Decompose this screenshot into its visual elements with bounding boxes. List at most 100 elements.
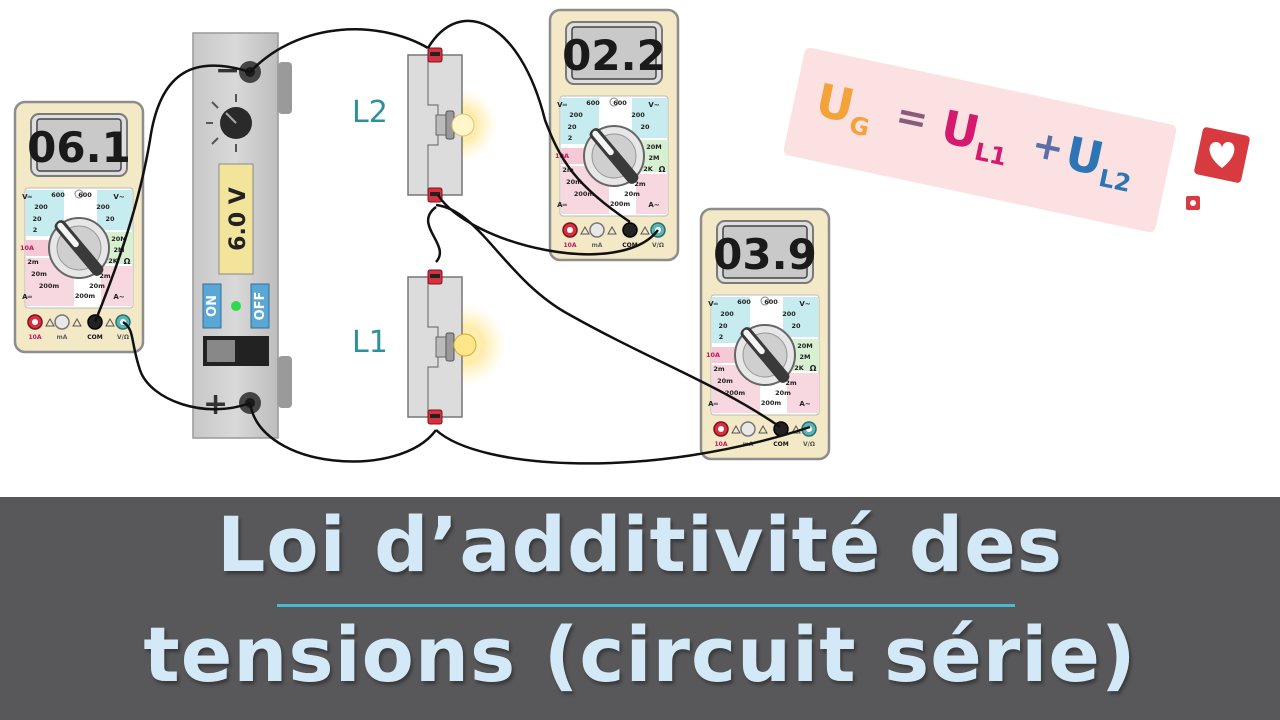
dial-label-jcom: COM	[87, 334, 103, 341]
dial-label-r20a: 20	[32, 215, 42, 223]
dial-label-v-dc: V═	[708, 300, 718, 308]
dial-label-r20m: 20m	[717, 377, 733, 385]
dial-label-a-ac: A~	[648, 201, 659, 209]
on-label: ON	[205, 295, 220, 317]
dial-label-jcom: COM	[773, 441, 789, 448]
title-banner: Loi d’additivité des tensions (circuit s…	[0, 497, 1280, 720]
power-switch[interactable]	[203, 336, 269, 366]
dial-label-o2m: 2M	[800, 353, 811, 361]
dial-label-v-ac: V~	[648, 101, 659, 109]
dial-label-jv: V/Ω	[117, 334, 129, 341]
dial-label-j10a: 10A	[715, 441, 728, 448]
dial-label-v-ac: V~	[113, 193, 124, 201]
dial-label-r600a: 600	[586, 99, 600, 107]
dial-label-a20m: 20m	[624, 190, 640, 198]
circuit-diagram: − 6.0 V ON OFF +	[13, 8, 1250, 465]
dial-label-jv: V/Ω	[803, 441, 815, 448]
lamp-l2-label: L2	[352, 95, 388, 130]
dial-label-r600b: 600	[78, 191, 92, 199]
dial-label-o2m: 2M	[114, 246, 125, 254]
dial-label-r10a: 10A	[706, 351, 720, 359]
dial-label-a20m: 20m	[775, 389, 791, 397]
dial-label-r2a: 2	[719, 333, 724, 341]
dial-label-r2m: 2m	[713, 365, 725, 373]
off-button[interactable]: OFF	[250, 283, 270, 329]
off-label: OFF	[253, 292, 268, 321]
dial-label-a2m: 2m	[785, 379, 797, 387]
dial-label-o20m: 20M	[646, 143, 662, 151]
dial-label-r200b: 200	[782, 310, 796, 318]
formula-ul1: UL1	[935, 99, 1015, 171]
dial-label-a2m: 2m	[99, 272, 111, 280]
dial-label-a-ac: A~	[799, 400, 810, 408]
voltage-formula: UG = UL1 + UL2	[783, 47, 1177, 233]
circuit-wires	[93, 19, 811, 465]
lamp-l1	[407, 269, 507, 425]
dial-label-r200m: 200m	[39, 282, 60, 290]
title-divider	[277, 604, 1015, 607]
multimeter-generator-reading: 06.1	[27, 123, 131, 172]
multimeter-generator: 06.1 V═V~6002002026002002010A2m20m200m20…	[13, 100, 145, 354]
dial-label-a2m: 2m	[634, 180, 646, 188]
dial-label-r20a: 20	[567, 123, 577, 131]
dial-label-a-dc: A═	[708, 400, 718, 408]
on-button[interactable]: ON	[202, 283, 222, 329]
dial-label-a-dc: A═	[557, 201, 567, 209]
dial-label-r20m: 20m	[566, 178, 582, 186]
dial-label-jv: V/Ω	[652, 242, 664, 249]
positive-terminal-label: +	[203, 387, 228, 422]
dial-label-r600a: 600	[51, 191, 65, 199]
negative-terminal-label: −	[215, 53, 240, 88]
dial-label-r10a: 10A	[20, 244, 34, 252]
dial-label-o20m: 20M	[111, 235, 127, 243]
multimeter-lamp-l1-reading: 03.9	[713, 230, 817, 279]
multimeter-lamp-l2-reading: 02.2	[562, 31, 666, 80]
title-line-2: tensions (circuit série)	[143, 610, 1137, 699]
dial-label-a20m: 20m	[89, 282, 105, 290]
dial-label-jma: mA	[57, 334, 68, 341]
title-line-1: Loi d’additivité des	[216, 500, 1064, 589]
dial-label-r200b: 200	[631, 111, 645, 119]
dial-label-a-dc: A═	[22, 293, 32, 301]
dial-label-o2k: 2K	[794, 364, 805, 372]
dial-label-r20b: 20	[640, 123, 650, 131]
multimeter-lamp-l1: 03.9 V═V~6002002026002002010A2m20m200m20…	[699, 207, 831, 461]
dial-label-r20m: 20m	[31, 270, 47, 278]
dial-label-o2k: 2K	[643, 165, 654, 173]
voltage-knob[interactable]	[206, 94, 252, 152]
dial-label-r200a: 200	[720, 310, 734, 318]
dial-label-r200m: 200m	[574, 190, 595, 198]
dial-label-r2a: 2	[568, 134, 573, 142]
dial-label-ohm: Ω	[810, 364, 817, 373]
power-indicator-led	[231, 301, 241, 311]
dial-label-r2a: 2	[33, 226, 38, 234]
dial-label-ohm: Ω	[124, 257, 131, 266]
dial-label-j10a: 10A	[564, 242, 577, 249]
heart-icon	[1194, 127, 1250, 183]
multimeter-lamp-l2: 02.2 V═V~6002002026002002010A2m20m200m20…	[548, 8, 680, 262]
dial-label-jcom: COM	[622, 242, 638, 249]
formula-ug: UG	[810, 73, 878, 143]
dial-label-jma: mA	[592, 242, 603, 249]
dial-label-v-dc: V═	[22, 193, 32, 201]
dial-label-o2k: 2K	[108, 257, 119, 265]
dial-label-a200m: 200m	[761, 399, 782, 407]
generator-voltage: 6.0 V	[226, 187, 251, 251]
dial-label-o2m: 2M	[649, 154, 660, 162]
dial-label-o20m: 20M	[797, 342, 813, 350]
dial-label-r600a: 600	[737, 298, 751, 306]
dial-label-v-dc: V═	[557, 101, 567, 109]
dial-label-r2m: 2m	[27, 258, 39, 266]
dial-label-r20b: 20	[791, 322, 801, 330]
dial-label-r600b: 600	[764, 298, 778, 306]
generator-display	[218, 163, 254, 275]
dial-label-r20b: 20	[105, 215, 115, 223]
dial-label-a200m: 200m	[610, 200, 631, 208]
dial-label-a-ac: A~	[113, 293, 124, 301]
dial-label-r20a: 20	[718, 322, 728, 330]
lamp-l1-label: L1	[352, 325, 388, 360]
dial-label-r200a: 200	[34, 203, 48, 211]
dial-label-ohm: Ω	[659, 165, 666, 174]
lamp-l2	[407, 47, 498, 203]
dial-label-r600b: 600	[613, 99, 627, 107]
